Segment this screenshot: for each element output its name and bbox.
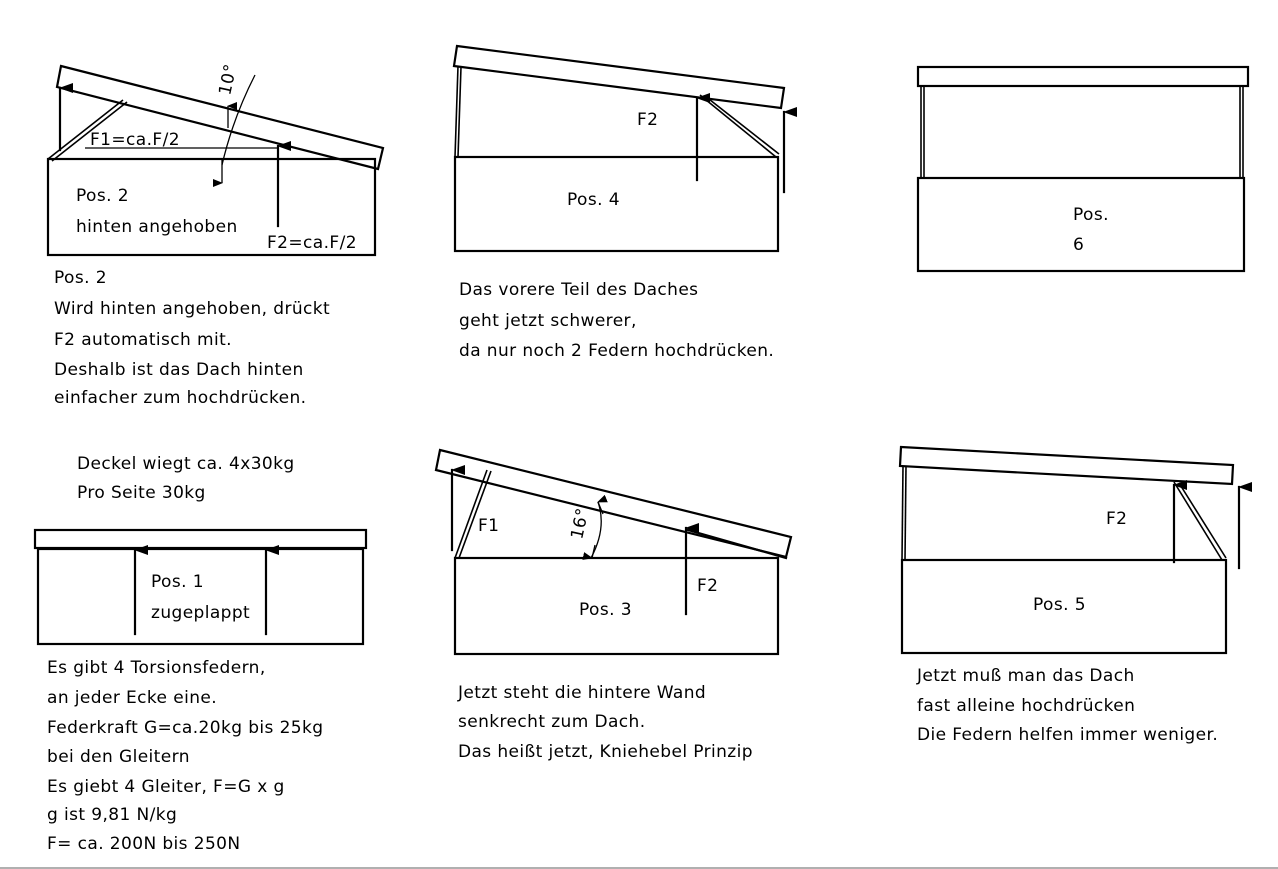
pos4-box [453,155,780,253]
pos3-lid [434,448,793,559]
pos1-caption: Es gibt 4 Torsionsfedern, an jeder Ecke … [47,658,323,854]
pos4-f2-label: F2 [637,110,658,130]
pos3-caption-line: Jetzt steht die hintere Wand [457,683,706,703]
pos1-label-line1: Pos. 1 [151,572,204,592]
pos2-f2-label: F2=ca.F/2 [267,233,357,253]
pos2-label-line2: hinten angehoben [76,217,238,237]
pos5-box [900,558,1228,655]
pos1-caption-line: F= ca. 200N bis 250N [47,834,241,854]
pos5-caption-line: Jetzt muß man das Dach [916,666,1135,686]
pos4-caption: Das vorere Teil des Daches geht jetzt sc… [459,280,774,361]
pos4-diagram: F2 Pos. 4 [452,44,797,253]
pos3-diagram: 16° F1 F2 Pos. 3 [434,448,793,656]
pos3-label: Pos. 3 [579,600,632,620]
pos3-angle-label: 16° [567,506,593,541]
pos1-diagram: Pos. 1 zugeplappt [33,528,368,646]
pos3-box [453,556,780,656]
pos3-caption: Jetzt steht die hintere Wand senkrecht z… [457,683,753,762]
pos2-caption-line: Pos. 2 [54,268,107,288]
pos2-caption-line: Deshalb ist das Dach hinten [54,360,304,380]
pos1-lid [33,528,368,550]
pos1-caption-line: an jeder Ecke eine. [47,688,217,708]
pos1-caption-line: Es giebt 4 Gleiter, F=G x g [47,777,285,797]
pos2-box [46,157,377,257]
pos4-spring [699,94,777,158]
pos2-lid [55,64,385,171]
pos3-rear-link [454,469,488,559]
pos4-label: Pos. 4 [567,190,620,210]
pos1-caption-line: Federkraft G=ca.20kg bis 25kg [47,718,323,738]
pos5-spring [1173,481,1223,561]
pos6-box [916,176,1246,273]
pos1-box [36,547,365,646]
pos5-f2-label: F2 [1106,509,1127,529]
pos2-angle-label: 10° [215,62,241,97]
pos4-caption-line: geht jetzt schwerer, [459,311,637,331]
pos2-caption-line: Wird hinten angehoben, drückt [54,299,330,319]
pos5-caption-line: Die Federn helfen immer weniger. [917,725,1218,745]
pos4-caption-line: da nur noch 2 Federn hochdrücken. [459,341,774,361]
pos6-diagram: Pos. 6 [916,65,1250,273]
pos5-caption: Jetzt muß man das Dach fast alleine hoch… [916,666,1218,745]
pos2-angle-arc [221,74,256,166]
pos4-lid [452,44,786,110]
pos1-caption-line: g ist 9,81 N/kg [47,805,177,825]
pos4-caption-line: Das vorere Teil des Daches [459,280,698,300]
pos2-caption: Pos. 2 Wird hinten angehoben, drückt F2 … [54,268,330,408]
pos2-caption-line: F2 automatisch mit. [54,330,232,350]
pos2-label-line1: Pos. 2 [76,186,129,206]
pos4-rear-post [454,65,459,158]
pos2-diagram: 10° F1=ca.F/2 F2=ca.F/2 Pos. 2 hinten an… [46,62,385,257]
pos3-caption-line: senkrecht zum Dach. [458,712,646,732]
pos3-f2-label: F2 [697,576,718,596]
pos6-label-line2: 6 [1073,235,1084,255]
pos1-header-line: Deckel wiegt ca. 4x30kg [77,454,295,474]
pos2-f1-label: F1=ca.F/2 [90,130,180,150]
pos5-lid [898,445,1235,486]
pos1-caption-line: bei den Gleitern [47,747,190,767]
pos6-lid [916,65,1250,88]
pos2-caption-line: einfacher zum hochdrücken. [54,388,306,408]
pos5-label: Pos. 5 [1033,595,1086,615]
pos6-label-line1: Pos. [1073,205,1109,225]
pos1-header: Deckel wiegt ca. 4x30kg Pro Seite 30kg [77,454,295,503]
bottom-divider [0,867,1278,869]
pos1-caption-line: Es gibt 4 Torsionsfedern, [47,658,266,678]
pos5-caption-line: fast alleine hochdrücken [917,696,1135,716]
pos5-rear-post [901,465,904,561]
pos1-label-line2: zugeplappt [151,603,250,623]
pos3-caption-line: Das heißt jetzt, Kniehebel Prinzip [458,742,753,762]
pos1-header-line: Pro Seite 30kg [77,483,206,503]
pos3-f1-label: F1 [478,516,499,536]
pos5-diagram: F2 Pos. 5 [898,445,1252,655]
